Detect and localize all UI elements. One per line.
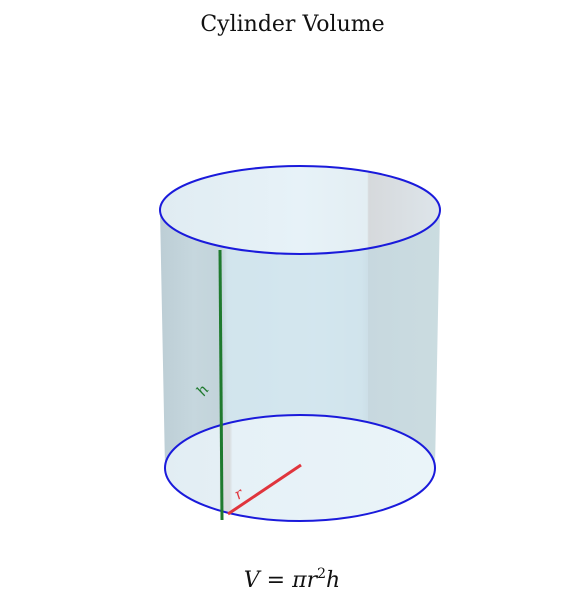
formula-height-symbol: h <box>326 568 340 593</box>
formula-volume-symbol: V <box>244 568 262 593</box>
volume-formula: V = πr2h <box>244 566 340 593</box>
formula-equals: = <box>260 568 292 593</box>
formula-radius-symbol: r <box>307 568 319 593</box>
chart-title: Cylinder Volume <box>200 12 384 37</box>
height-line <box>218 249 224 521</box>
radius-line <box>227 463 302 516</box>
cylinder-bottom-base <box>164 414 436 522</box>
formula-exponent: 2 <box>317 566 326 582</box>
formula-pi: π <box>291 568 307 593</box>
cylinder-top-base <box>159 165 441 255</box>
